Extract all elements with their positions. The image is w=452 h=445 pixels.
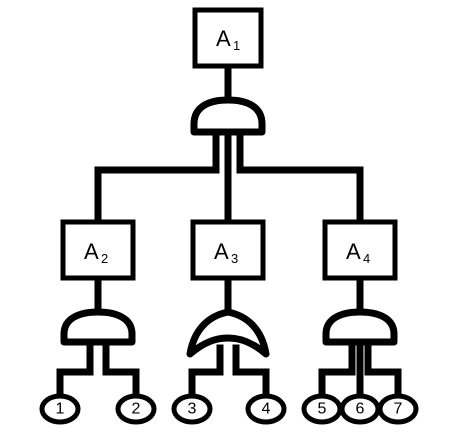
event-a4-subscript: 4 (363, 251, 370, 266)
event-a3-label: A (214, 239, 229, 264)
basic-event-2: 2 (115, 393, 157, 425)
basic-event-4-label: 4 (262, 401, 271, 418)
basic-event-5-label: 5 (318, 401, 327, 418)
event-a2-label: A (84, 239, 99, 264)
event-a3-subscript: 3 (231, 251, 238, 266)
basic-event-6-label: 6 (356, 401, 365, 418)
basic-event-1-label: 1 (56, 401, 65, 418)
or-gate-center (186, 308, 270, 358)
and-gate-top (190, 96, 266, 136)
basic-event-7-label: 7 (394, 401, 403, 418)
connector-lines (56, 62, 402, 400)
basic-event-6: 6 (339, 393, 381, 425)
event-a4-label: A (346, 239, 361, 264)
event-a1-label: A (216, 26, 231, 51)
basic-event-3: 3 (171, 393, 213, 425)
basic-event-1: 1 (39, 393, 81, 425)
event-a1-subscript: 1 (233, 38, 240, 53)
event-a2-subscript: 2 (101, 251, 108, 266)
event-box-a4: A 4 (322, 219, 398, 281)
basic-event-2-label: 2 (132, 401, 141, 418)
and-gate-left (60, 308, 136, 346)
basic-event-7: 7 (377, 393, 419, 425)
and-gate-right (322, 308, 398, 346)
basic-event-4: 4 (245, 393, 287, 425)
basic-event-5: 5 (301, 393, 343, 425)
event-box-a3: A 3 (190, 219, 266, 281)
event-box-a2: A 2 (60, 219, 136, 281)
basic-event-3-label: 3 (188, 401, 197, 418)
event-box-a1: A 1 (192, 7, 264, 69)
